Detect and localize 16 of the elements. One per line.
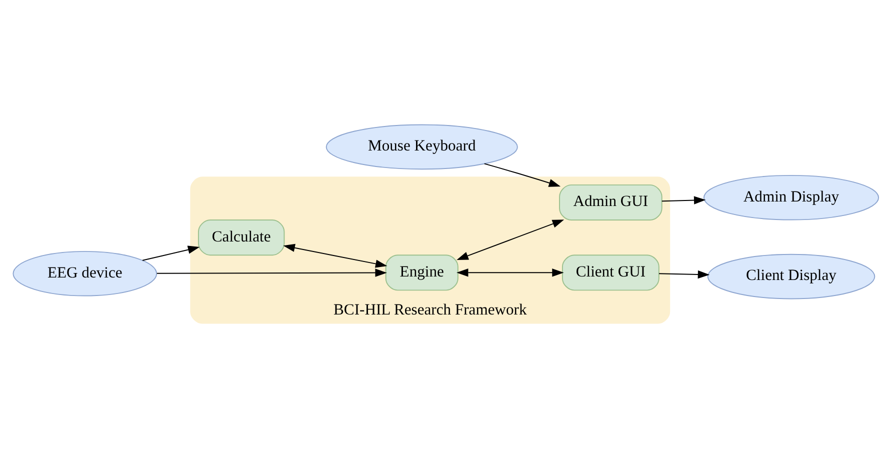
arrow (142, 245, 200, 260)
node-box: Calculate (198, 219, 285, 256)
arrow (456, 268, 564, 276)
arrow (661, 196, 706, 204)
arrow (658, 270, 710, 278)
arrow (156, 268, 387, 276)
node-ellipse: Admin Display (703, 174, 880, 220)
node-ellipse: Client Display (707, 253, 876, 299)
node-box: Admin GUI (559, 184, 662, 220)
node-ellipse: EEG device (12, 250, 158, 296)
node-box: Client GUI (562, 254, 660, 290)
node-box: Engine (385, 254, 458, 290)
node-ellipse: Mouse Keyboard (326, 124, 518, 170)
arrow (456, 219, 564, 260)
arrow (283, 243, 388, 268)
arrow (484, 162, 561, 186)
